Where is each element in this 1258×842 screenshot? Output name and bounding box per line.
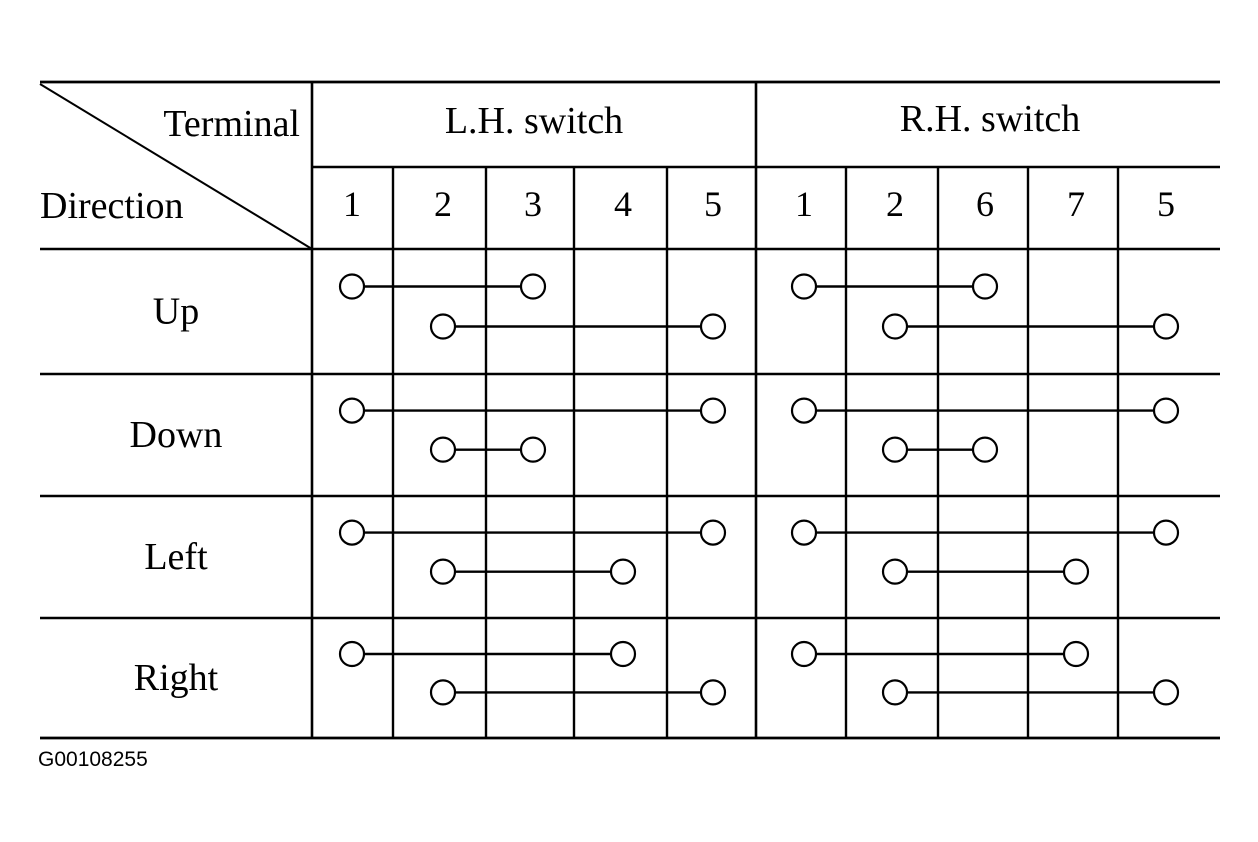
terminal-node — [609, 558, 637, 585]
direction-label: Left — [144, 536, 208, 578]
terminal-label: 2 — [434, 184, 452, 224]
terminal-label: 4 — [614, 184, 632, 224]
figure-code: G00108255 — [38, 748, 148, 771]
terminal-node — [881, 313, 909, 340]
terminal-node — [1062, 640, 1090, 668]
table-grid — [39, 80, 1220, 740]
direction-label: Up — [153, 291, 199, 333]
terminal-node — [699, 679, 727, 706]
terminal-number-row: 1 2 3 4 5 1 2 6 7 5 — [343, 184, 1175, 224]
terminal-node — [881, 679, 909, 706]
terminal-node — [699, 397, 727, 424]
terminal-node — [429, 436, 457, 463]
rh-switch-label: R.H. switch — [900, 98, 1081, 140]
terminal-node — [1062, 558, 1090, 585]
terminal-node — [699, 313, 727, 340]
terminal-label: 1 — [795, 184, 813, 224]
terminal-label: 5 — [704, 184, 722, 224]
terminal-node — [1152, 679, 1180, 706]
terminal-label: 7 — [1067, 184, 1085, 224]
terminal-node — [338, 640, 366, 668]
terminal-label: 1 — [343, 184, 361, 224]
header-diagonal — [39, 83, 313, 250]
terminal-node — [338, 273, 366, 300]
terminal-node — [790, 640, 818, 668]
terminal-label: 6 — [976, 184, 994, 224]
terminal-node — [790, 519, 818, 546]
terminal-header-label: Terminal — [163, 103, 300, 145]
terminal-node — [971, 436, 999, 463]
terminal-node — [338, 397, 366, 424]
terminal-node — [609, 640, 637, 668]
terminal-node — [429, 679, 457, 706]
terminal-node — [1152, 519, 1180, 546]
terminal-node — [1152, 313, 1180, 340]
lh-switch-label: L.H. switch — [445, 100, 623, 142]
direction-header-label: Direction — [40, 185, 184, 227]
direction-label: Right — [134, 657, 219, 699]
terminal-node — [1152, 397, 1180, 424]
terminal-node — [881, 558, 909, 585]
continuity-connections — [338, 273, 1180, 706]
terminal-node — [429, 558, 457, 585]
terminal-node — [429, 313, 457, 340]
terminal-node — [699, 519, 727, 546]
terminal-node — [519, 273, 547, 300]
terminal-node — [971, 273, 999, 300]
terminal-node — [790, 273, 818, 300]
terminal-label: 3 — [524, 184, 542, 224]
terminal-label: 2 — [886, 184, 904, 224]
direction-label: Down — [130, 414, 223, 456]
terminal-node — [338, 519, 366, 546]
terminal-label: 5 — [1157, 184, 1175, 224]
terminal-node — [519, 436, 547, 463]
terminal-node — [790, 397, 818, 424]
terminal-node — [881, 436, 909, 463]
